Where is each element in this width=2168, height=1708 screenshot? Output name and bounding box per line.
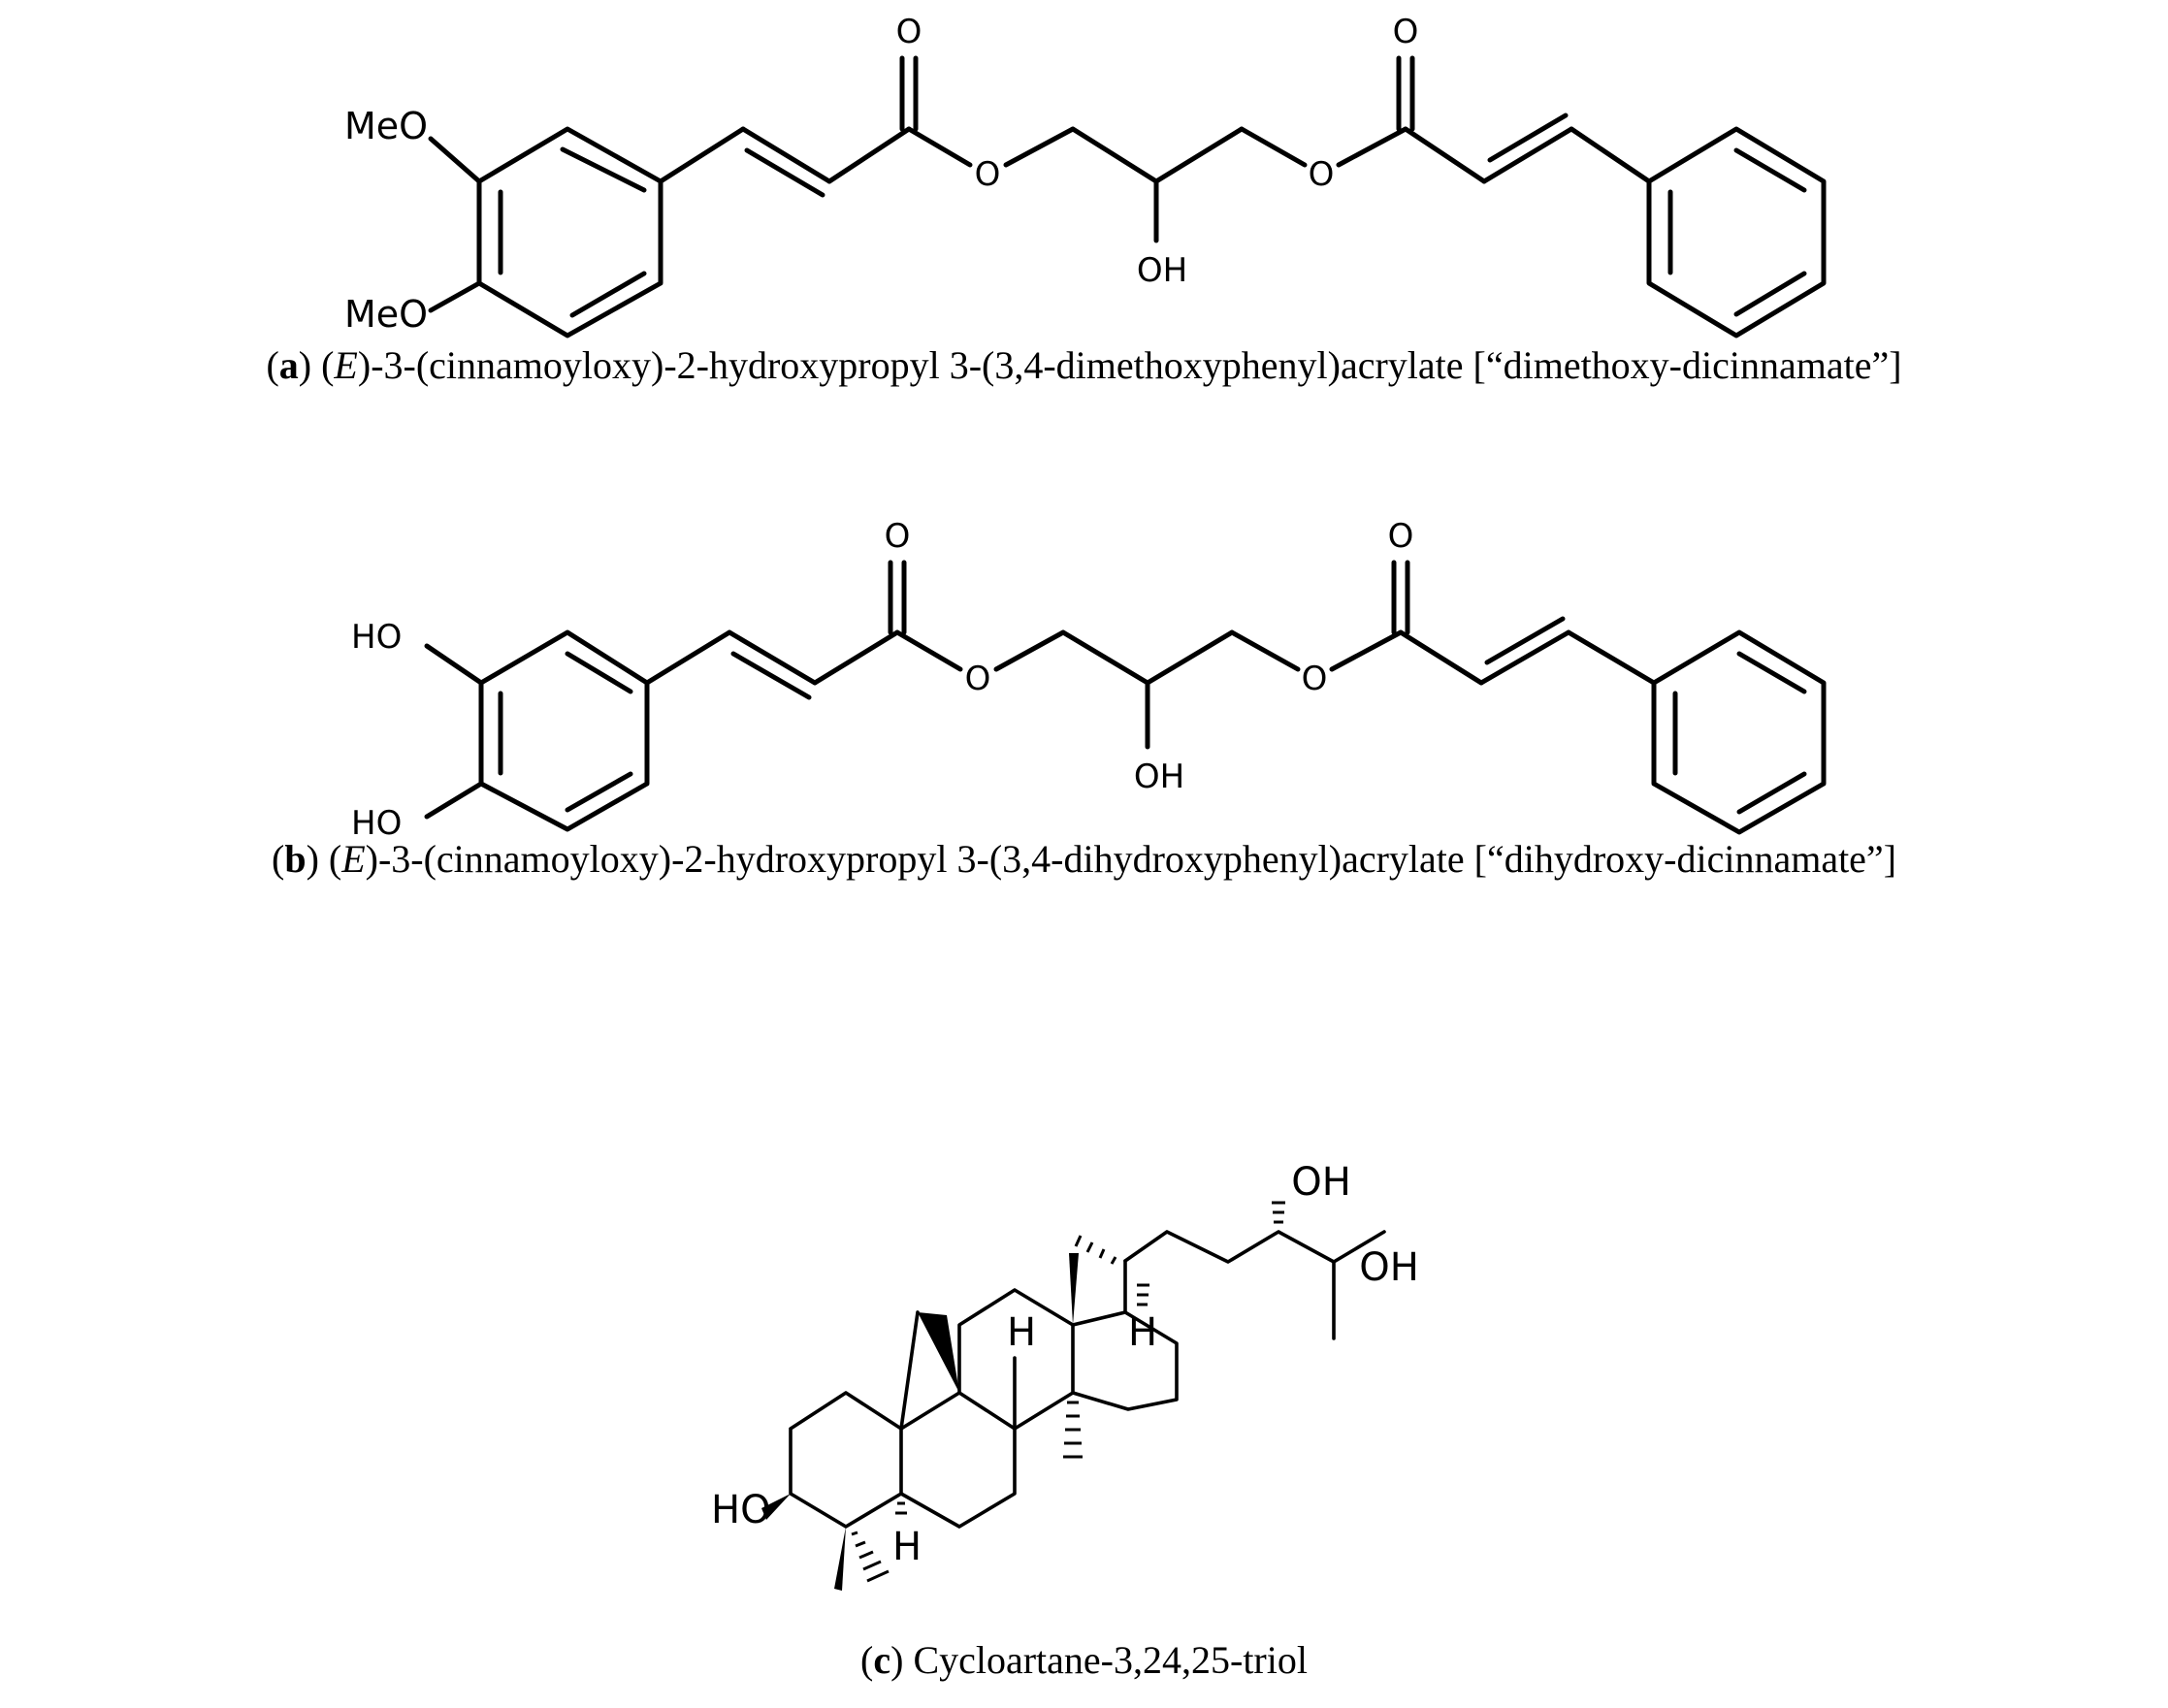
ho3-wedge <box>761 1494 791 1520</box>
aromatic-ring-left-a <box>476 126 663 338</box>
caption-b: (b) (E)-3-(cinnamoyloxy)-2-hydroxypropyl… <box>271 837 1897 881</box>
structure-b: HO HO O O OH O O <box>351 517 1827 843</box>
carbonyl-oxygen-b-right: O <box>1388 517 1414 556</box>
carbonyl-oxygen-a-left: O <box>896 13 922 51</box>
structure-c: HO H H <box>711 1160 1419 1591</box>
oh24-hash <box>1272 1201 1285 1224</box>
caption-e-b: E <box>341 837 366 881</box>
cyclopropane-wedge <box>918 1312 959 1393</box>
structure-a: MeO MeO O O OH O O <box>344 13 1827 338</box>
caption-letter-c: c <box>873 1638 891 1682</box>
hydroxy-label-b1: HO <box>351 618 402 657</box>
caption-text-b: -3-(cinnamoyloxy)-2-hydroxypropyl 3-(3,4… <box>377 837 1897 881</box>
ester-oxygen-a-left: O <box>975 155 1001 194</box>
carbonyl-oxygen-b-left: O <box>885 517 911 556</box>
methoxy-label-a2: MeO <box>344 293 428 336</box>
methyl-hash-c14 <box>1063 1401 1083 1459</box>
hydroxyl-label-b: OH <box>1134 757 1184 796</box>
hydrogen-label-c5: H <box>892 1525 922 1569</box>
caption-e-a: E <box>334 343 358 387</box>
hydroxyl-label-c24: OH <box>1291 1160 1351 1205</box>
caption-text-a: -3-(cinnamoyloxy)-2-hydroxypropyl 3-(3,4… <box>371 343 1902 387</box>
caption-letter-b: b <box>284 837 307 881</box>
hydrogen-label-c8: H <box>1007 1310 1036 1355</box>
caption-letter-a: a <box>278 343 299 387</box>
phenyl-ring-a <box>1646 126 1827 338</box>
caption-c: (c) Cycloartane-3,24,25-triol <box>860 1638 1308 1682</box>
h17-hash <box>1137 1283 1149 1306</box>
methyl-wedge-c4 <box>834 1527 846 1591</box>
caption-text-c: Cycloartane-3,24,25-triol <box>913 1638 1308 1682</box>
hydroxyl-label-c25: OH <box>1359 1245 1419 1290</box>
hydrogen-label-c17: H <box>1128 1310 1157 1355</box>
caption-a: (a) (E)-3-(cinnamoyloxy)-2-hydroxypropyl… <box>266 343 1902 387</box>
ester-oxygen-a-right: O <box>1309 155 1335 194</box>
methyl-wedge-c13 <box>1069 1253 1079 1325</box>
aromatic-ring-left-b <box>478 629 650 832</box>
h5-hash <box>895 1501 907 1515</box>
ester-oxygen-b-right: O <box>1302 660 1328 698</box>
ester-oxygen-b-left: O <box>965 660 991 698</box>
hydroxyl-label-a: OH <box>1137 251 1187 290</box>
ring-a-c <box>789 1391 903 1529</box>
methyl-hash-c20 <box>1074 1235 1117 1265</box>
hydroxyl-label-c3: HO <box>711 1488 771 1532</box>
phenyl-ring-b <box>1651 629 1827 835</box>
methyl-hash-c4 <box>851 1531 890 1583</box>
methoxy-label-a1: MeO <box>344 105 428 147</box>
carbonyl-oxygen-a-right: O <box>1393 13 1419 51</box>
hydroxy-label-b2: HO <box>351 804 402 843</box>
